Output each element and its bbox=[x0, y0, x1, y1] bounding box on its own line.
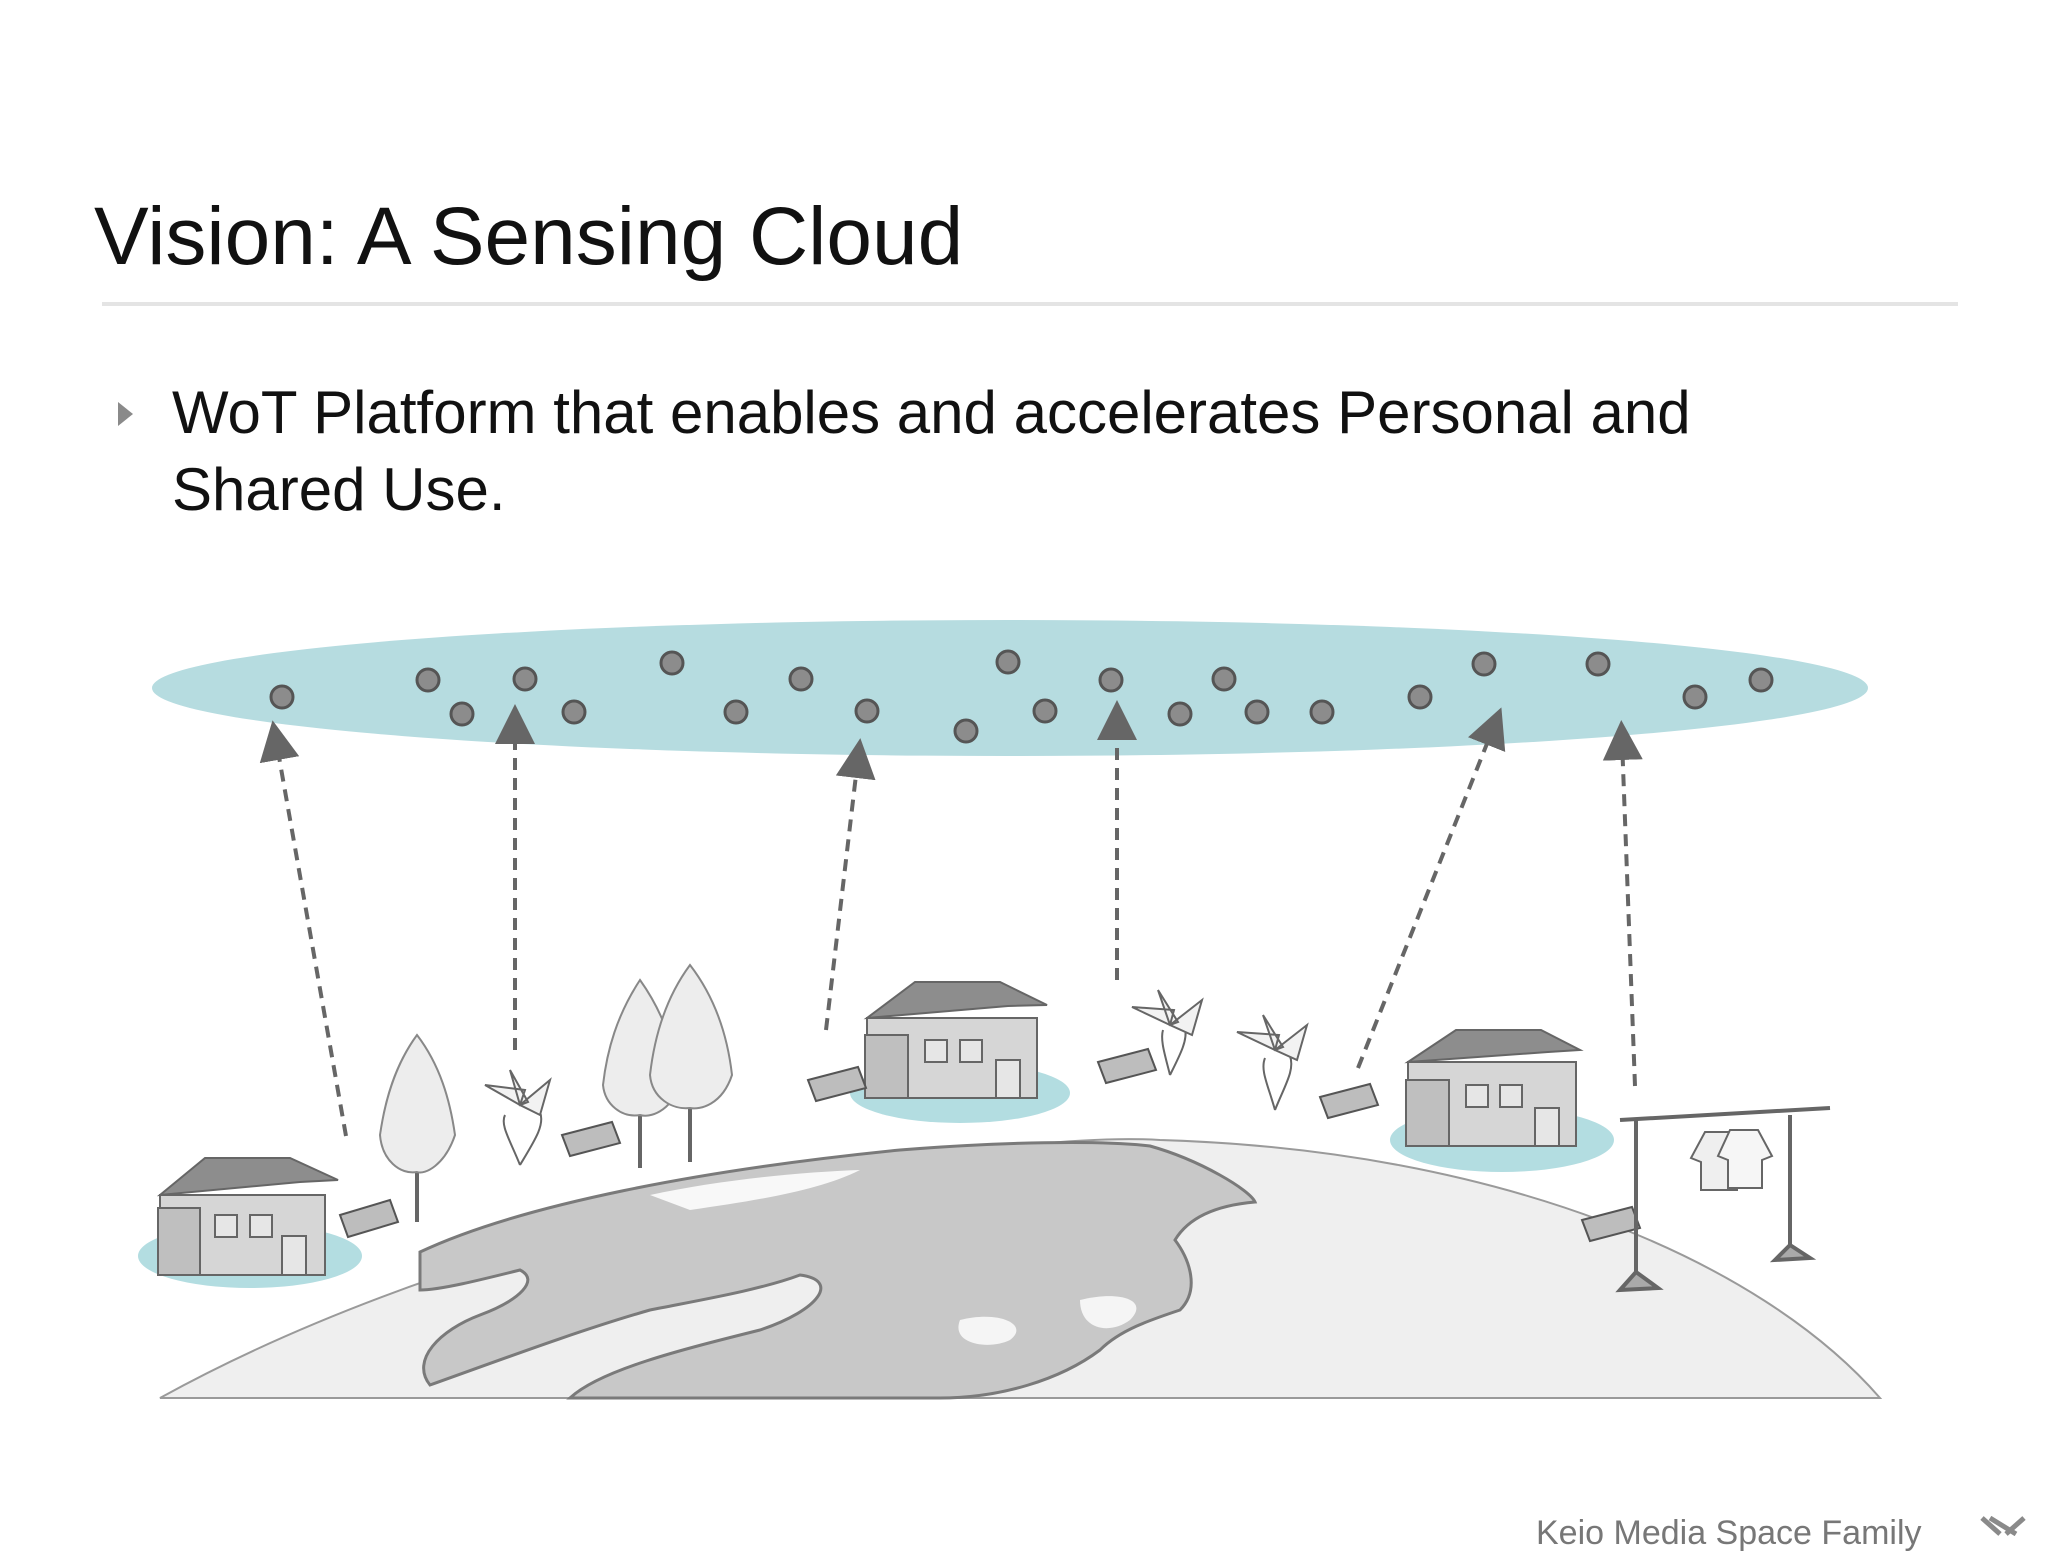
upload-arrow bbox=[1602, 720, 1643, 1087]
keio-logo-icon bbox=[1980, 1516, 2026, 1536]
cloud-node bbox=[1682, 684, 1708, 710]
ground-sensor-icon bbox=[560, 1120, 622, 1158]
cloud-node bbox=[723, 699, 749, 725]
ground-sensor-icon bbox=[1318, 1082, 1380, 1120]
cloud-node bbox=[995, 649, 1021, 675]
cloud-node bbox=[953, 718, 979, 744]
cloud-sensor-nodes bbox=[269, 649, 1774, 744]
lily-plants bbox=[484, 989, 1309, 1166]
cloud-node bbox=[1098, 667, 1124, 693]
clothesline bbox=[1615, 1106, 1831, 1293]
cloud-node bbox=[854, 698, 880, 724]
cloud-node bbox=[1407, 684, 1433, 710]
trees bbox=[378, 963, 734, 1222]
upload-arrow bbox=[824, 738, 876, 1031]
ground-sensor-icon bbox=[1580, 1205, 1642, 1243]
ground-sensors bbox=[338, 1047, 1642, 1243]
tree bbox=[378, 1033, 457, 1222]
title-divider bbox=[102, 302, 1958, 306]
tree bbox=[648, 963, 734, 1162]
japan-landmass bbox=[418, 1141, 1258, 1400]
cloud-node bbox=[659, 650, 685, 676]
footer-text: Keio Media Space Family bbox=[1536, 1514, 1922, 1552]
cloud-node bbox=[788, 666, 814, 692]
cloud-node bbox=[561, 699, 587, 725]
cloud-node bbox=[512, 666, 538, 692]
cloud-node bbox=[1585, 651, 1611, 677]
cloud-node bbox=[1309, 699, 1335, 725]
upload-arrows bbox=[259, 700, 1643, 1137]
lily-plant bbox=[484, 1069, 552, 1166]
sensing-cloud bbox=[152, 620, 1868, 756]
house-left bbox=[156, 1157, 339, 1276]
cloud-node bbox=[1748, 667, 1774, 693]
lily-plant bbox=[1236, 1014, 1309, 1111]
house-center bbox=[863, 981, 1048, 1099]
cloud-node bbox=[1244, 699, 1270, 725]
upload-arrow bbox=[259, 720, 348, 1137]
cloud-node bbox=[1167, 701, 1193, 727]
cloud-node bbox=[1032, 698, 1058, 724]
ground-sensor-icon bbox=[338, 1198, 400, 1239]
slide-title: Vision: A Sensing Cloud bbox=[94, 191, 964, 282]
ground-sensor-icon bbox=[806, 1065, 868, 1103]
cloud-node bbox=[415, 667, 441, 693]
bullet-triangle-icon bbox=[118, 402, 133, 426]
cloud-node bbox=[1211, 666, 1237, 692]
lily-plant bbox=[1131, 989, 1204, 1076]
cloud-node bbox=[1471, 651, 1497, 677]
bullet-text: WoT Platform that enables and accelerate… bbox=[172, 379, 1691, 523]
cloud-node bbox=[449, 701, 475, 727]
ground-sensor-icon bbox=[1096, 1047, 1158, 1085]
house-right bbox=[1404, 1029, 1584, 1147]
upload-arrow bbox=[1356, 707, 1506, 1069]
cloud-node bbox=[269, 684, 295, 710]
